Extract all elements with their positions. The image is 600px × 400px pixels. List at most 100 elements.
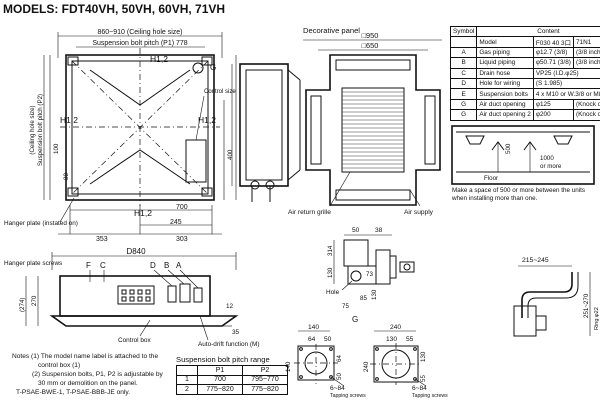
table-row: 1 700 795~770 bbox=[176, 374, 288, 386]
spec-cell: Gas piping bbox=[476, 46, 534, 59]
pitch-cell: 775~820 bbox=[242, 384, 288, 395]
table-row: G Air duct opening φ125 (Knock out) bbox=[449, 98, 600, 111]
spec-cell: C bbox=[449, 67, 478, 79]
table-row: E Suspension bolts 4 x M10 or W.3/8 or M… bbox=[449, 88, 600, 100]
spec-cell: 4 x M10 or W.3/8 or M8 bbox=[532, 88, 600, 100]
pitch-cell: 700 bbox=[197, 374, 243, 386]
pitch-block: Suspension bolt pitch range P1 P2 1 700 … bbox=[176, 355, 288, 395]
duct-opening-b: 240 130 55 240 130 55 6~84 Tapping screw… bbox=[363, 324, 448, 399]
oa-screw-note: Tapping screws bbox=[330, 393, 366, 399]
left-hole-label: (Ceiling hole size) bbox=[29, 105, 36, 154]
pd-dim-314: 314 bbox=[327, 245, 334, 256]
spec-cell: Drain hose bbox=[476, 67, 534, 79]
h12-top: H1,2 bbox=[150, 54, 168, 64]
ceiling-hole-size-label: 860~910 (Ceiling hole size) bbox=[97, 29, 182, 36]
install-spacing-view: 500 1000 or more Floor bbox=[451, 125, 595, 185]
decorative-panel-view: Decorative panel □950 □650 bbox=[288, 26, 442, 216]
label-f: F bbox=[86, 261, 91, 270]
install-floor: Floor bbox=[484, 175, 498, 182]
oa-c50: 50 bbox=[324, 336, 332, 343]
air-supply-label: Air supply bbox=[404, 209, 434, 216]
dim-353: 353 bbox=[96, 236, 108, 243]
top-g-label: G bbox=[210, 63, 216, 72]
pd-hole-label: Hole bbox=[326, 289, 340, 296]
pitch-table: P1 P2 1 700 795~770 2 775~820 775~820 bbox=[176, 365, 288, 395]
spec-sub-2: F030 40 3口 bbox=[532, 36, 575, 48]
table-row: P1 P2 bbox=[176, 365, 288, 376]
front-view: Hanger plate screws D840 F C D B A bbox=[4, 247, 259, 348]
pd-dim-50: 50 bbox=[352, 227, 360, 234]
spec-header-row: Symbol Content bbox=[449, 25, 600, 38]
spec-sub-1: Model bbox=[476, 36, 534, 48]
top-view: 860~910 (Ceiling hole size) Suspension b… bbox=[4, 29, 236, 243]
decor-d650: □650 bbox=[362, 41, 379, 50]
oa-w64: 64 bbox=[308, 336, 316, 343]
spec-table: Symbol Content Model F030 40 3口 71N1 A G… bbox=[449, 25, 600, 121]
decor-title: Decorative panel bbox=[303, 26, 360, 35]
oa-h140: 140 bbox=[285, 361, 292, 372]
auto-drift-label: Auto-drift function (M) bbox=[198, 341, 259, 348]
note-line: 30 mm or demolition on the panel. bbox=[38, 380, 138, 387]
note-line: (2) Suspension bolts, P1, P2 is adjustab… bbox=[32, 371, 163, 378]
pitch-cell: P1 bbox=[197, 365, 243, 376]
pd-dim-73: 73 bbox=[366, 271, 373, 278]
pd-dim-75: 75 bbox=[342, 303, 349, 310]
spec-cell: (Knock out) bbox=[573, 98, 600, 111]
side-view bbox=[231, 63, 301, 202]
suspension-pitch-label: Suspension bolt pitch (P1) 778 bbox=[92, 40, 187, 47]
spec-cell: φ125 bbox=[532, 98, 575, 111]
spec-cell: B bbox=[449, 57, 478, 69]
hanger-plate-label: Hanger plate (instated on) bbox=[4, 220, 78, 227]
h12-bottom: H1,2 bbox=[134, 208, 152, 218]
hanger-plate-screws-label: Hanger plate screws bbox=[4, 260, 62, 267]
ob-h240: 240 bbox=[363, 361, 370, 372]
front-dim-12: 12 bbox=[226, 303, 234, 310]
h12-left: H1,2 bbox=[60, 115, 78, 125]
pd-dim-130: 130 bbox=[327, 267, 334, 278]
oa-w140: 140 bbox=[308, 324, 319, 331]
pitch-cell: 1 bbox=[176, 374, 198, 386]
spec-header-symbol: Symbol bbox=[449, 25, 478, 38]
ob-screw-note: Tapping screws bbox=[412, 393, 448, 399]
install-or-more: or more bbox=[540, 163, 562, 170]
dim-88: 88 bbox=[63, 173, 70, 180]
pd-dim-130b: 130 bbox=[371, 289, 378, 300]
spec-cell: Hole for wiring bbox=[476, 77, 534, 90]
ob-screw: 6~84 bbox=[412, 385, 427, 392]
install-dim-500: 500 bbox=[505, 143, 512, 154]
pitch-cell: 795~770 bbox=[242, 374, 288, 386]
ob-c55: 55 bbox=[406, 336, 414, 343]
sp-dim-251: 251~270 bbox=[583, 293, 590, 318]
pitch-cell bbox=[176, 365, 198, 376]
side-pipe-view: 215~245 251~270 Ring φ22 bbox=[513, 257, 600, 337]
label-c: C bbox=[100, 261, 106, 270]
pd-g-label: G bbox=[352, 315, 358, 324]
pipe-detail-view: 50 38 314 130 73 85 75 130 Hole G bbox=[326, 227, 415, 324]
table-row: C Drain hose VP25 (I.D.φ25) bbox=[449, 67, 600, 79]
spec-cell: Suspension bolts bbox=[476, 88, 534, 100]
front-control-box-label: Control box bbox=[118, 337, 151, 344]
spec-cell: φ12.7 (3/8) bbox=[532, 46, 575, 59]
pitch-cell: 2 bbox=[176, 384, 198, 395]
label-b: B bbox=[164, 261, 169, 270]
spec-cell: (Knock out) bbox=[573, 109, 600, 121]
note-line: Notes (1) The model name label is attach… bbox=[12, 353, 159, 360]
dim-700: 700 bbox=[176, 204, 188, 211]
duct-opening-a: 140 64 50 140 64 50 6~84 Tapping screws bbox=[285, 324, 366, 399]
left-pitch-label: Suspension bolt pitch (P2) bbox=[37, 94, 44, 166]
control-box-label: Control size bbox=[204, 89, 236, 95]
dim-245: 245 bbox=[170, 219, 182, 226]
front-dim-35: 35 bbox=[232, 329, 240, 336]
ob-w130: 130 bbox=[386, 336, 397, 343]
spec-cell: (3/8 inch O.D.) bbox=[573, 57, 600, 69]
notes: Notes (1) The model name label is attach… bbox=[12, 352, 172, 397]
dim-303: 303 bbox=[176, 236, 188, 243]
spec-cell: (3/8 inch O.D.) bbox=[573, 46, 600, 59]
sp-ring: Ring φ22 bbox=[594, 307, 600, 330]
pd-dim-85: 85 bbox=[360, 295, 367, 302]
install-note: Make a space of 500 or more between the … bbox=[452, 187, 586, 202]
page-title: MODELS: FDT40VH, 50VH, 60VH, 71VH bbox=[3, 2, 226, 16]
table-row: 2 775~820 775~820 bbox=[176, 384, 288, 395]
